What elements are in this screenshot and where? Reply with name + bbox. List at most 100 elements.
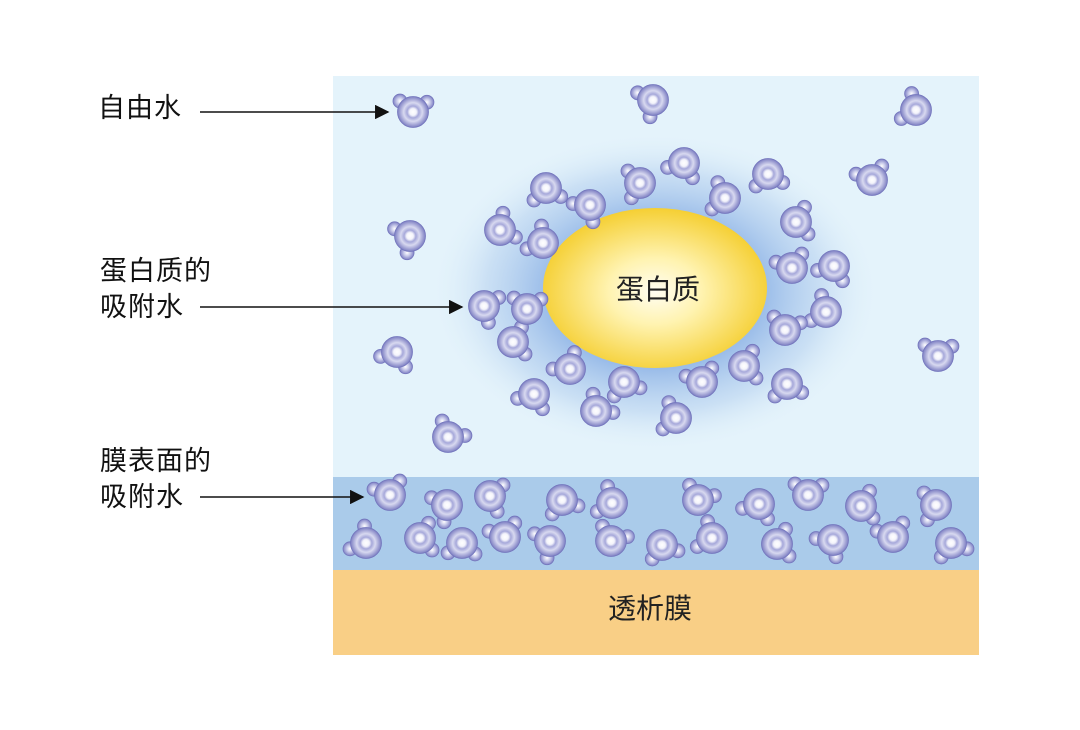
oxygen-atom [595,525,627,557]
oxygen-atom [446,527,478,559]
water-molecule [655,395,692,437]
oxygen-atom [404,522,436,554]
water-molecule [767,368,810,404]
oxygen-atom [374,479,406,511]
oxygen-atom [518,378,550,410]
label-protein-water-line2: 吸附水 [100,292,184,323]
oxygen-atom [534,525,566,557]
oxygen-atom [397,96,429,128]
oxygen-atom [771,368,803,400]
oxygen-atom [660,402,692,434]
water-molecules [342,84,975,567]
oxygen-atom [845,490,877,522]
oxygen-atom [728,350,760,382]
water-molecule [595,518,635,557]
oxygen-atom [527,227,559,259]
oxygen-atom [394,220,426,252]
oxygen-atom [530,172,562,204]
membrane-label: 透析膜 [607,592,693,625]
oxygen-atom [696,522,728,554]
water-molecule [803,288,842,328]
oxygen-atom [554,353,586,385]
label-membrane-water-line1: 膜表面的 [100,446,212,477]
oxygen-atom [637,84,669,116]
water-molecule [580,386,621,427]
water-molecule [589,479,628,519]
water-molecule [845,483,881,526]
label-free-water: 自由水 [98,93,182,124]
oxygen-atom [624,167,656,199]
water-molecule [373,336,413,375]
oxygen-atom [877,521,909,553]
oxygen-atom [920,489,952,521]
water-molecule [404,515,440,558]
water-molecule [484,205,523,246]
oxygen-atom [489,521,521,553]
water-molecule [728,343,764,386]
oxygen-atom [935,527,967,559]
oxygen-atom [780,206,812,238]
water-molecule [869,515,911,553]
oxygen-atom [432,421,464,453]
water-molecule [735,488,775,527]
water-molecule [519,218,559,259]
water-molecule [440,527,483,562]
water-molecule [916,485,952,528]
oxygen-atom [743,488,775,520]
oxygen-atom [792,479,824,511]
oxygen-atom [761,528,793,560]
water-molecule [766,309,808,346]
oxygen-atom [900,94,932,126]
oxygen-atom [769,314,801,346]
oxygen-atom [686,366,718,398]
protein-label: 蛋白质 [615,273,701,306]
oxygen-atom [596,487,628,519]
water-molecule [848,158,890,196]
water-molecule [424,489,463,530]
oxygen-atom [431,489,463,521]
water-molecule [526,172,569,208]
water-molecule [506,290,549,325]
water-molecule [342,518,382,559]
water-molecule [748,158,791,194]
water-molecule [917,337,960,372]
water-molecule [933,527,975,565]
oxygen-atom [817,524,849,556]
oxygen-atom [776,252,808,284]
oxygen-atom [810,296,842,328]
label-membrane-water-line2: 吸附水 [100,482,184,513]
water-molecule [630,84,669,125]
water-molecule [620,163,656,206]
oxygen-atom [381,336,413,368]
water-molecule [787,476,830,511]
oxygen-atom [468,290,500,322]
water-molecule [768,246,810,284]
dialysis-membrane [333,570,979,655]
oxygen-atom [682,484,714,516]
water-molecule [893,86,932,126]
oxygen-atom [580,395,612,427]
label-protein-water-line1: 蛋白质的 [100,256,212,287]
water-molecule [544,484,586,522]
water-molecule [387,220,426,261]
water-molecule [689,514,728,554]
oxygen-atom [818,250,850,282]
oxygen-atom [511,293,543,325]
water-molecule [545,345,586,385]
water-molecule [527,525,566,566]
oxygen-atom [497,326,529,358]
oxygen-atom [668,147,700,179]
water-molecule [565,189,606,230]
water-molecule [432,413,473,453]
water-molecule [366,473,408,511]
water-molecule [660,147,700,186]
oxygen-atom [574,189,606,221]
water-molecule [644,529,686,567]
water-molecule [761,521,797,564]
water-molecule [810,250,850,289]
water-molecule [682,477,722,516]
water-molecule [704,175,741,217]
oxygen-atom [350,527,382,559]
water-molecule [468,290,507,330]
